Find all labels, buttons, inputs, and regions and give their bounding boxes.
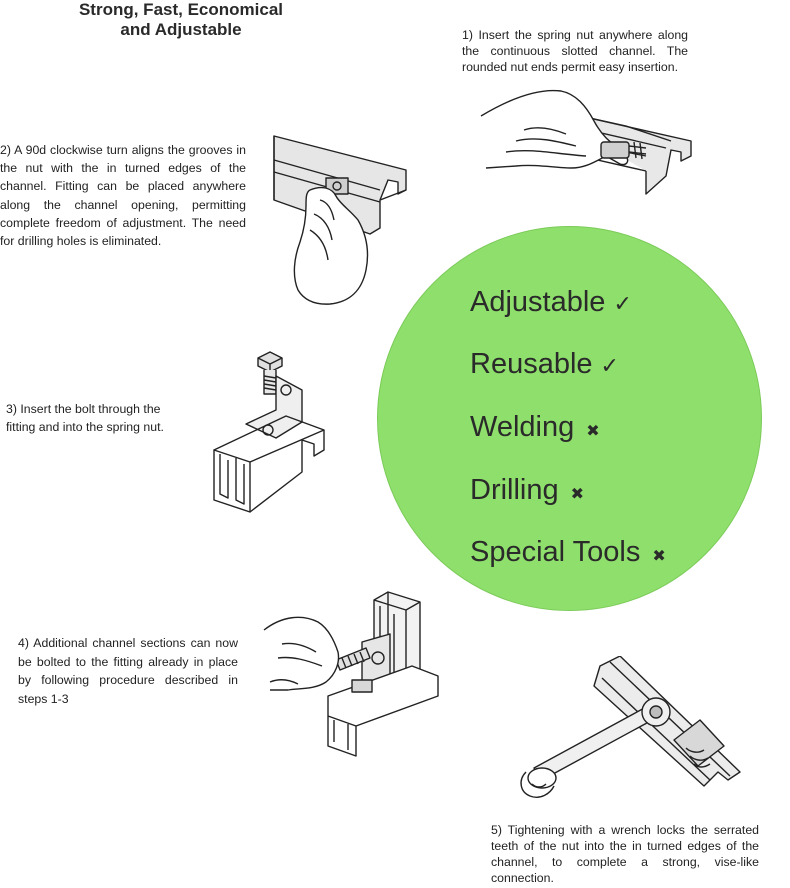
feature-welding: Welding ✖ (470, 410, 600, 449)
step-3-illustration (206, 350, 330, 514)
feature-reusable: Reusable ✓ (470, 347, 619, 383)
step-2-text: 2) A 90d clockwise turn aligns the groov… (0, 143, 246, 249)
feature-special-tools: Special Tools ✖ (470, 535, 666, 574)
cross-icon: ✖ (652, 548, 666, 565)
check-icon: ✓ (600, 353, 619, 378)
cross-icon: ✖ (570, 486, 585, 503)
step-3-text: 3) Insert the bolt through the fitting a… (6, 402, 164, 434)
step-1-text: 1) Insert the spring nut anywhere along … (462, 28, 688, 74)
feature-label: Adjustable (470, 286, 606, 318)
title-line-2: and Adjustable (120, 20, 242, 39)
page-title: Strong, Fast, Economical and Adjustable (40, 0, 322, 40)
cross-icon: ✖ (586, 423, 600, 440)
check-icon: ✓ (613, 291, 632, 316)
feature-drilling: Drilling ✖ (470, 473, 584, 512)
feature-label: Reusable (470, 348, 593, 380)
title-line-1: Strong, Fast, Economical (78, 0, 284, 19)
step-2-illustration (270, 130, 412, 306)
feature-label: Drilling (470, 474, 559, 506)
feature-label: Welding (470, 411, 575, 443)
step-4-illustration (262, 586, 440, 762)
step-1-illustration (476, 86, 698, 198)
step-5-illustration (514, 656, 750, 812)
feature-adjustable: Adjustable ✓ (470, 285, 632, 321)
step-4-text: 4) Additional channel sections can now b… (18, 636, 238, 706)
step-5-text: 5) Tightening with a wrench locks the se… (491, 823, 759, 885)
feature-label: Special Tools (470, 536, 641, 568)
features-circle: Adjustable ✓ Reusable ✓ Welding ✖ Drilling ✖… (377, 226, 762, 611)
